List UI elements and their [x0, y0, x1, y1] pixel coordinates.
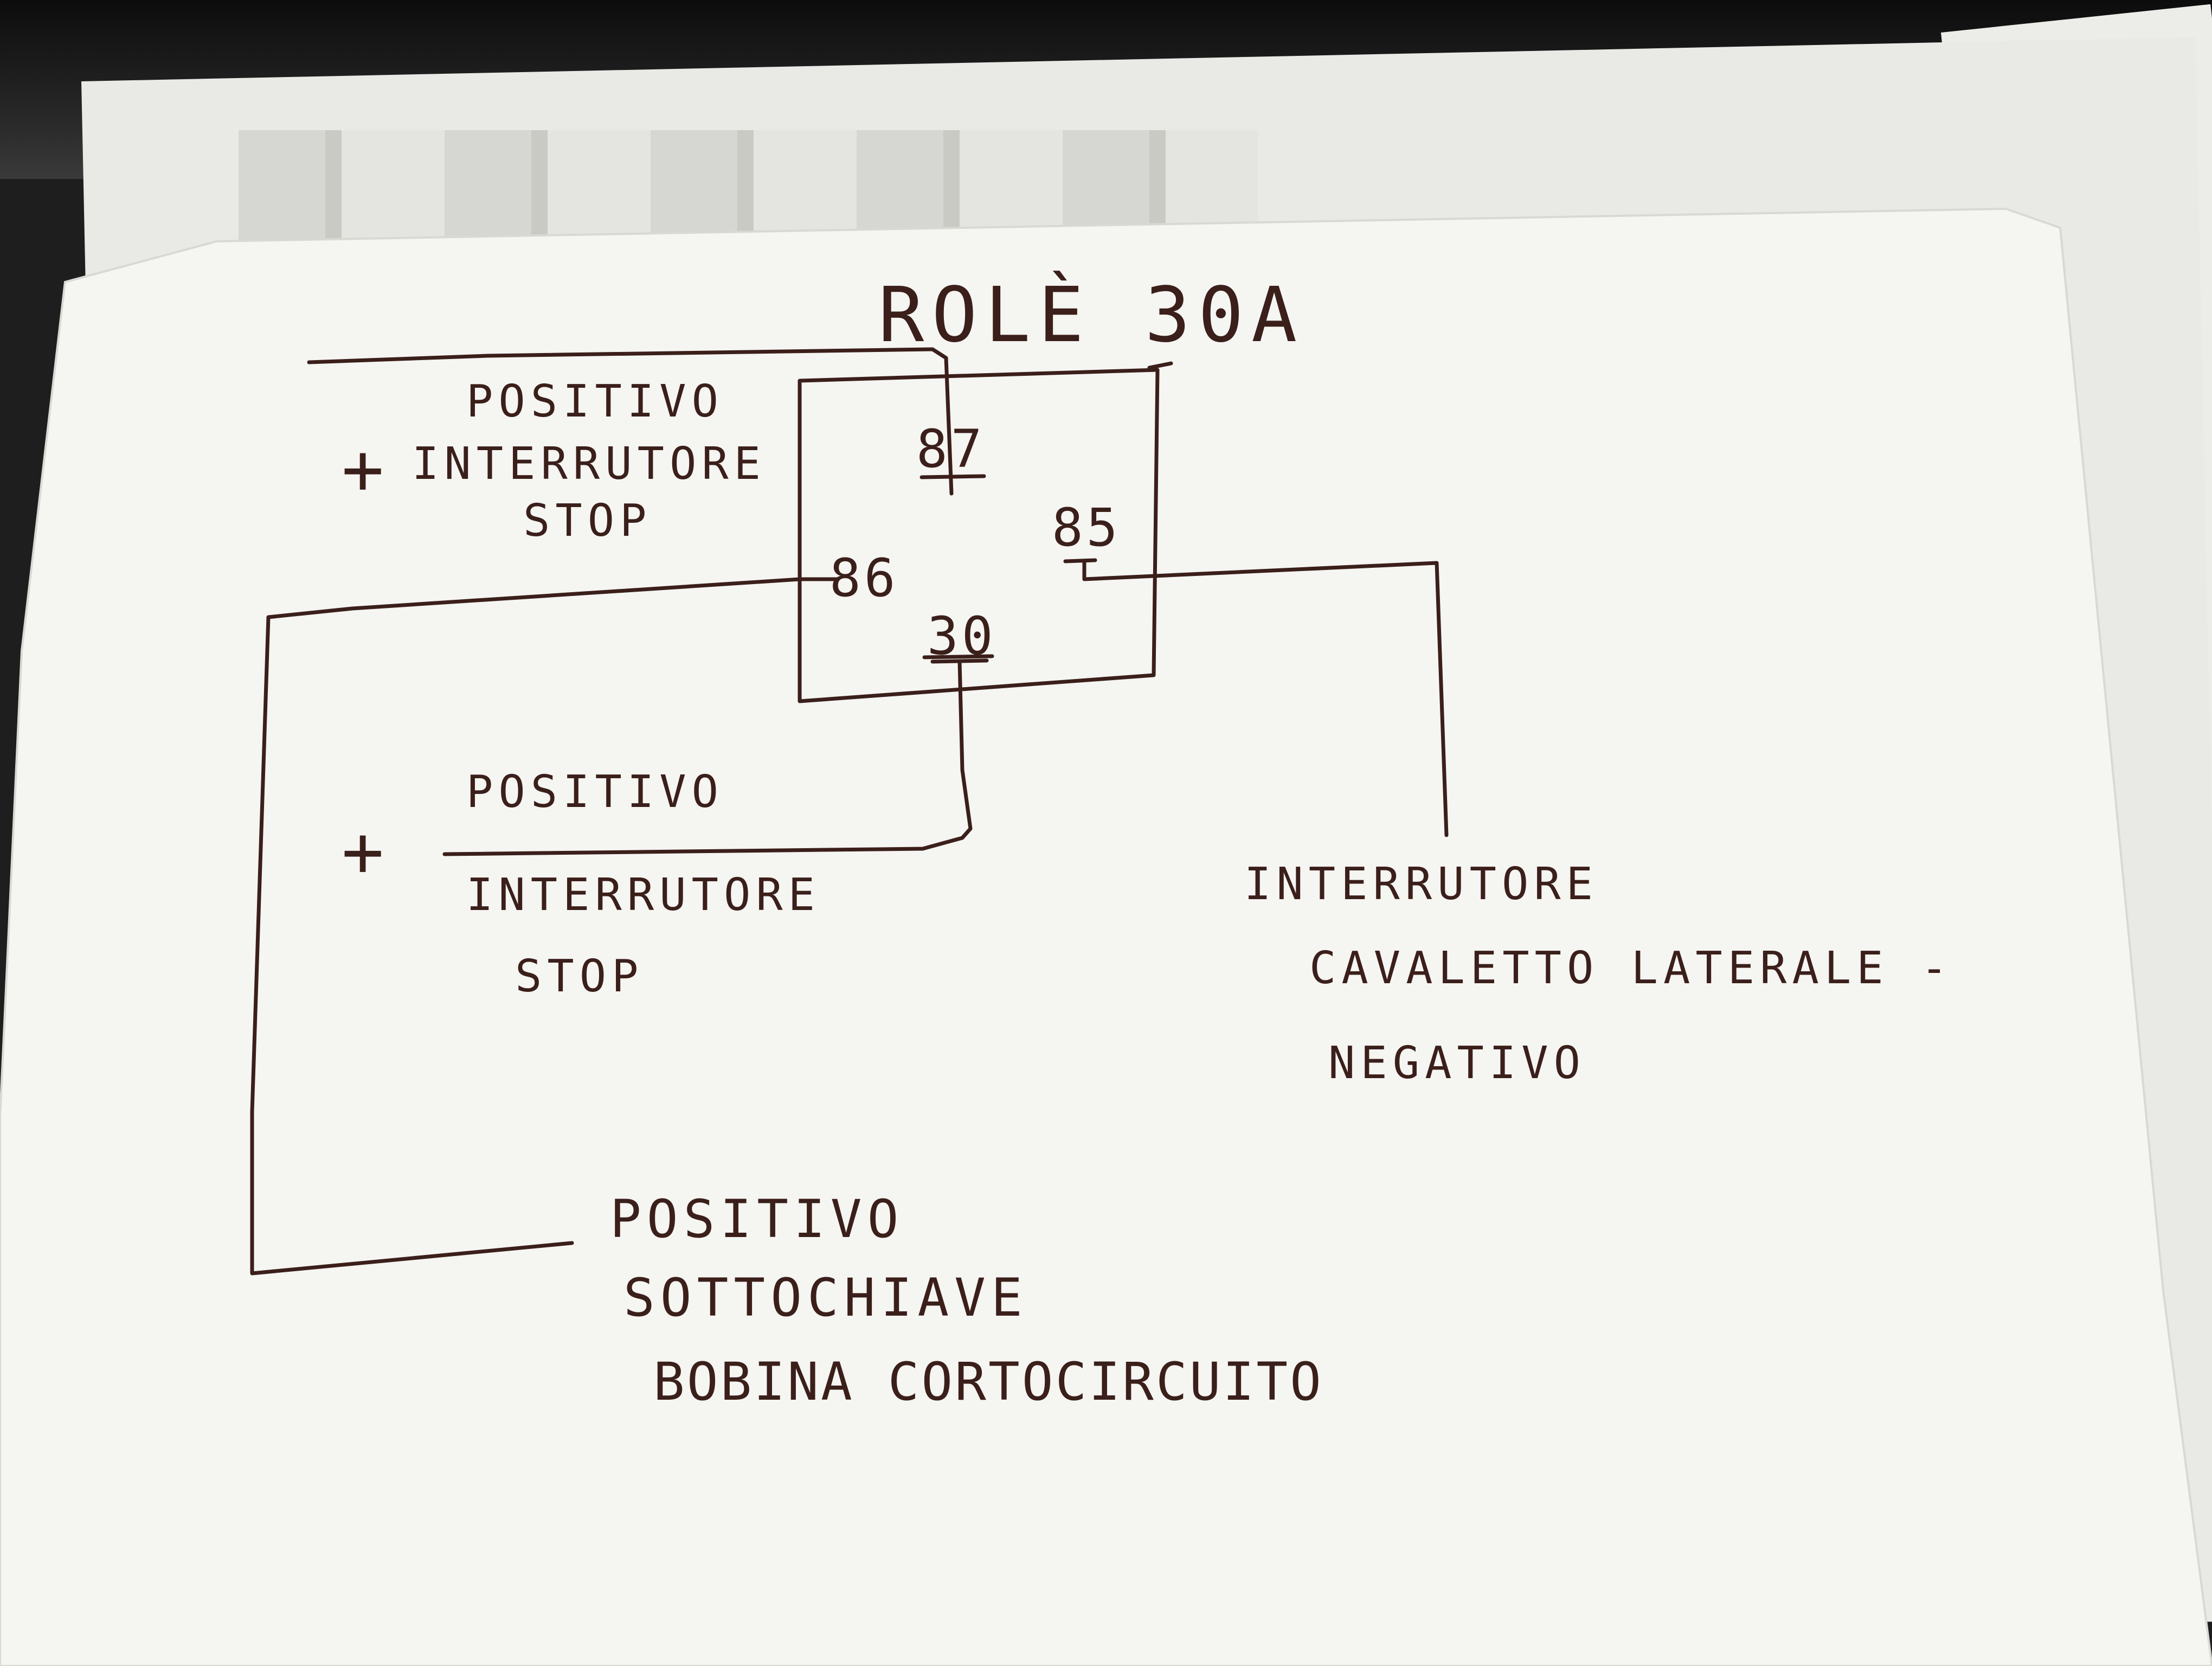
- top-left-label-line2: INTERRUTORE: [412, 438, 767, 490]
- wire-30: [442, 658, 989, 856]
- middle-left-label-line2: INTERRUTORE: [466, 869, 821, 921]
- middle-left-plus-sign: +: [342, 810, 384, 893]
- right-label-line1: INTERRUTORE: [1244, 858, 1599, 910]
- top-left-label-line1: POSITIVO: [466, 376, 724, 427]
- pin-85-terminal: [1063, 558, 1449, 837]
- pin-85-label: 85: [1052, 497, 1121, 558]
- pin-86-label: 86: [829, 548, 899, 608]
- bottom-label-line3: BOBINA CORTOCIRCUITO: [653, 1351, 1323, 1412]
- pin-30-underline: [922, 654, 994, 659]
- middle-left-label-line1: POSITIVO: [466, 766, 724, 818]
- wire-86-loop: [250, 577, 840, 1276]
- top-left-plus-sign: +: [342, 428, 384, 510]
- bottom-label-line1: POSITIVO: [610, 1189, 904, 1250]
- relay-title: ROLÈ 30A: [878, 271, 1305, 360]
- top-left-label-line3: STOP: [523, 495, 652, 547]
- right-label-line2: CAVALETTO LATERALE -: [1309, 943, 1953, 994]
- pin-87-label: 87: [916, 419, 986, 479]
- relay-box-top-tick: [1147, 361, 1173, 370]
- pin-87-underline: [919, 474, 986, 479]
- right-label-line3: NEGATIVO: [1328, 1037, 1586, 1089]
- middle-left-label-line3: STOP: [515, 951, 644, 1002]
- bottom-label-line2: SOTTOCHIAVE: [623, 1267, 1028, 1328]
- pin-30-label: 30: [927, 606, 996, 667]
- relay-box: [798, 368, 1160, 703]
- wire-87-supply: [307, 347, 954, 496]
